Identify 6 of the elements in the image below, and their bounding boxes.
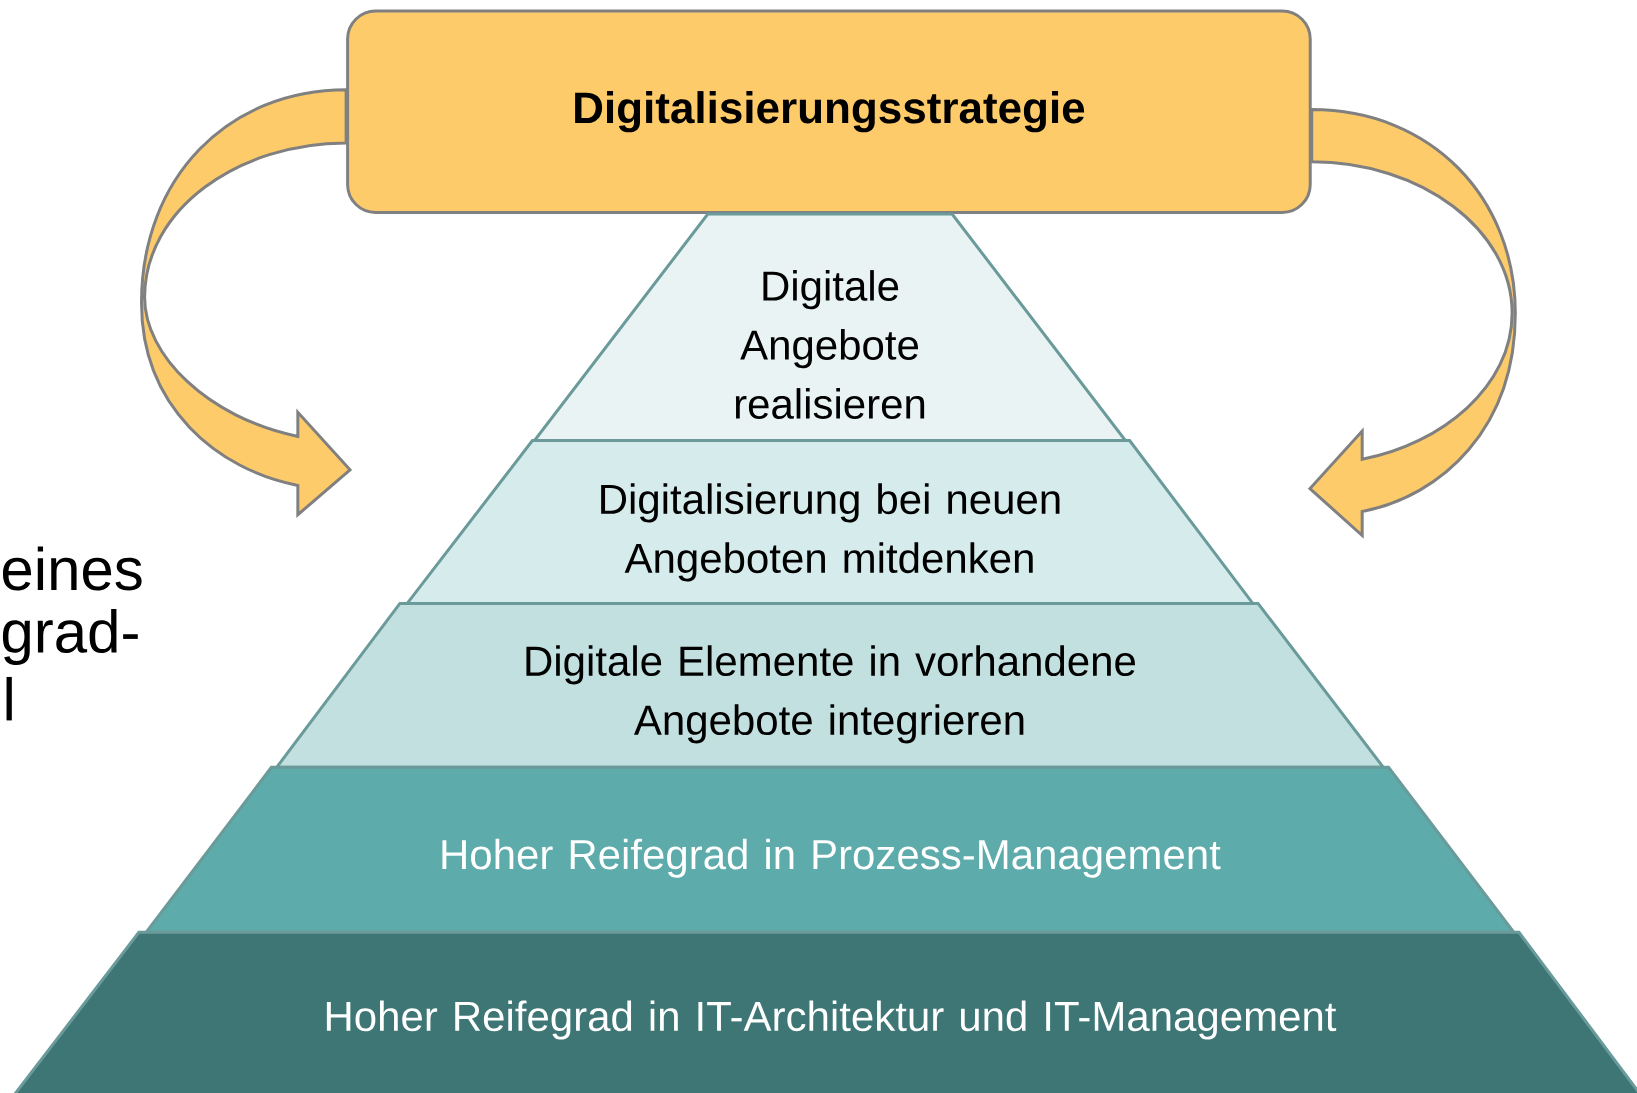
strategy-box: Digitalisierungsstrategie (346, 9, 1312, 214)
side-text: eines (2, 546, 142, 591)
curved-arrow (1308, 108, 1517, 537)
side-text: grad- (2, 609, 138, 665)
side-text: l (6, 676, 12, 721)
curved-arrow (140, 88, 352, 517)
